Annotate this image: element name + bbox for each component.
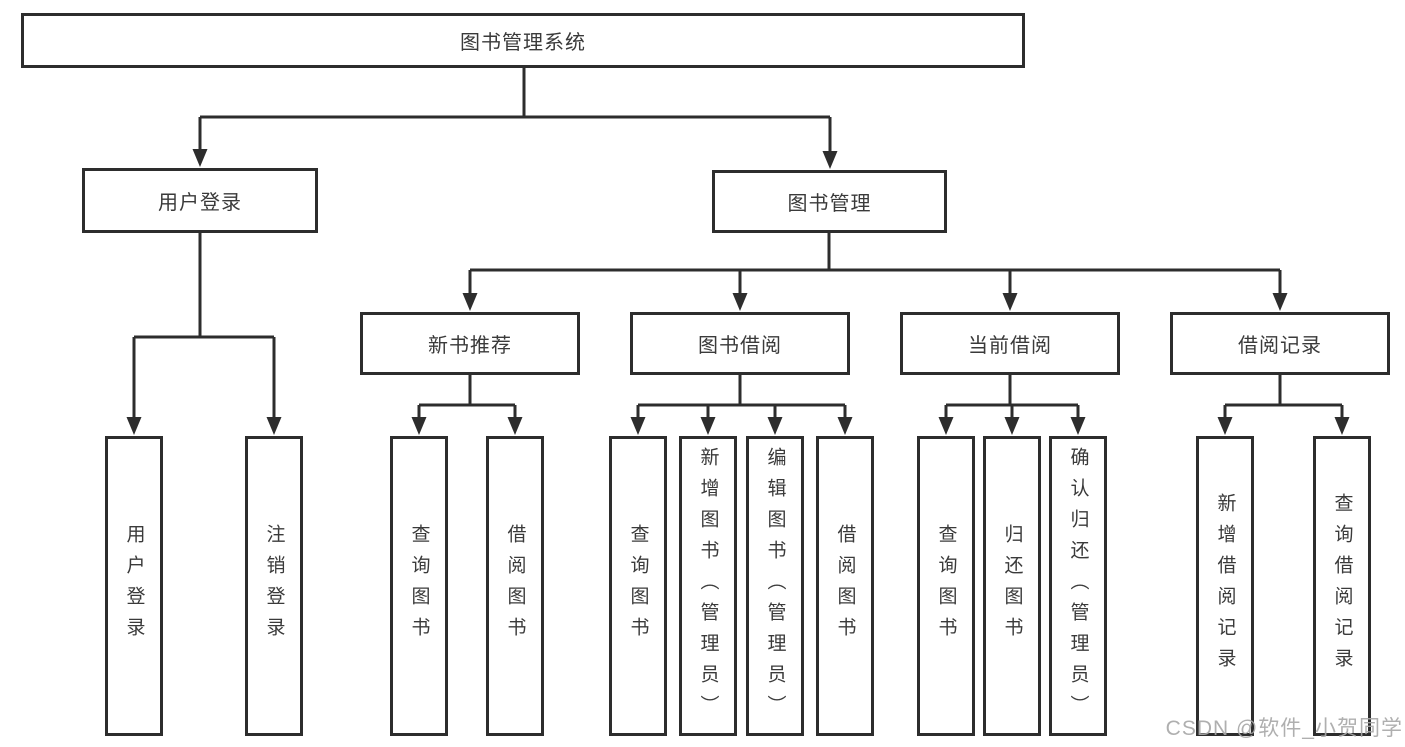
connector-borrow-records-children: [1223, 375, 1344, 420]
arrowhead: [126, 417, 142, 435]
leaf-query-books-current: 查询图书: [917, 436, 975, 736]
node-label: 查询图书: [408, 524, 430, 648]
leaf-user-login: 用户登录: [105, 436, 163, 736]
node-user-login: 用户登录: [82, 168, 318, 233]
node-label: 用户登录: [123, 524, 145, 648]
leaf-return-books: 归还图书: [983, 436, 1041, 736]
connector-user-login-children: [132, 233, 276, 420]
leaf-borrow-books: 借阅图书: [816, 436, 874, 736]
node-label: 图书借阅: [698, 335, 782, 357]
node-borrowing-records: 借阅记录: [1170, 312, 1390, 375]
node-label: 确认归还（管理员）: [1067, 446, 1089, 726]
connector-new-book-children: [417, 375, 517, 420]
arrowhead: [507, 417, 523, 435]
node-label: 查询借阅记录: [1331, 493, 1353, 679]
arrowhead: [411, 417, 427, 435]
arrowheads: [126, 149, 1350, 435]
node-label: 新书推荐: [428, 335, 512, 357]
leaf-borrow-books-recommend: 借阅图书: [486, 436, 544, 736]
watermark-text: CSDN @软件_小贺同学: [1165, 717, 1403, 740]
node-label: 图书管理: [787, 193, 872, 215]
node-library-management-system: 图书管理系统: [21, 13, 1025, 68]
node-label: 归还图书: [1001, 524, 1023, 648]
leaf-query-books-recommend: 查询图书: [390, 436, 448, 736]
connector-root-to-level2: [198, 68, 832, 152]
leaf-confirm-return-admin: 确认归还（管理员）: [1049, 436, 1107, 736]
node-label: 用户登录: [158, 192, 242, 214]
arrowhead: [822, 151, 838, 169]
node-label: 新增图书（管理员）: [697, 446, 719, 726]
node-label: 新增借阅记录: [1214, 493, 1236, 679]
node-label: 查询图书: [627, 524, 649, 648]
arrowhead: [767, 417, 783, 435]
node-label: 查询图书: [935, 524, 957, 648]
arrowhead: [938, 417, 954, 435]
leaf-query-borrow-record: 查询借阅记录: [1313, 436, 1371, 736]
node-current-borrowing: 当前借阅: [900, 312, 1120, 375]
connector-book-management-children: [468, 233, 1282, 296]
connector-book-borrow-children: [636, 375, 847, 420]
arrowhead: [1272, 293, 1288, 311]
arrowhead: [732, 293, 748, 311]
arrowhead: [700, 417, 716, 435]
node-book-management: 图书管理: [712, 170, 947, 233]
leaf-logout: 注销登录: [245, 436, 303, 736]
node-book-borrowing: 图书借阅: [630, 312, 850, 375]
node-label: 借阅图书: [834, 524, 856, 648]
leaf-edit-books-admin: 编辑图书（管理员）: [746, 436, 804, 736]
leaf-add-books-admin: 新增图书（管理员）: [679, 436, 737, 736]
node-label: 借阅记录: [1238, 335, 1322, 357]
arrowhead: [192, 149, 208, 167]
leaf-add-borrow-record: 新增借阅记录: [1196, 436, 1254, 736]
node-label: 编辑图书（管理员）: [764, 446, 786, 726]
arrowhead: [266, 417, 282, 435]
arrowhead: [1004, 417, 1020, 435]
arrowhead: [1070, 417, 1086, 435]
arrowhead: [1334, 417, 1350, 435]
node-label: 当前借阅: [968, 335, 1052, 357]
node-new-book-recommendation: 新书推荐: [360, 312, 580, 375]
leaf-query-books-borrow: 查询图书: [609, 436, 667, 736]
arrowhead: [837, 417, 853, 435]
connector-current-borrow-children: [944, 375, 1080, 420]
arrowhead: [1002, 293, 1018, 311]
arrowhead: [630, 417, 646, 435]
arrowhead: [1217, 417, 1233, 435]
node-label: 图书管理系统: [460, 32, 586, 54]
node-label: 注销登录: [263, 524, 285, 648]
node-label: 借阅图书: [504, 524, 526, 648]
arrowhead: [462, 293, 478, 311]
